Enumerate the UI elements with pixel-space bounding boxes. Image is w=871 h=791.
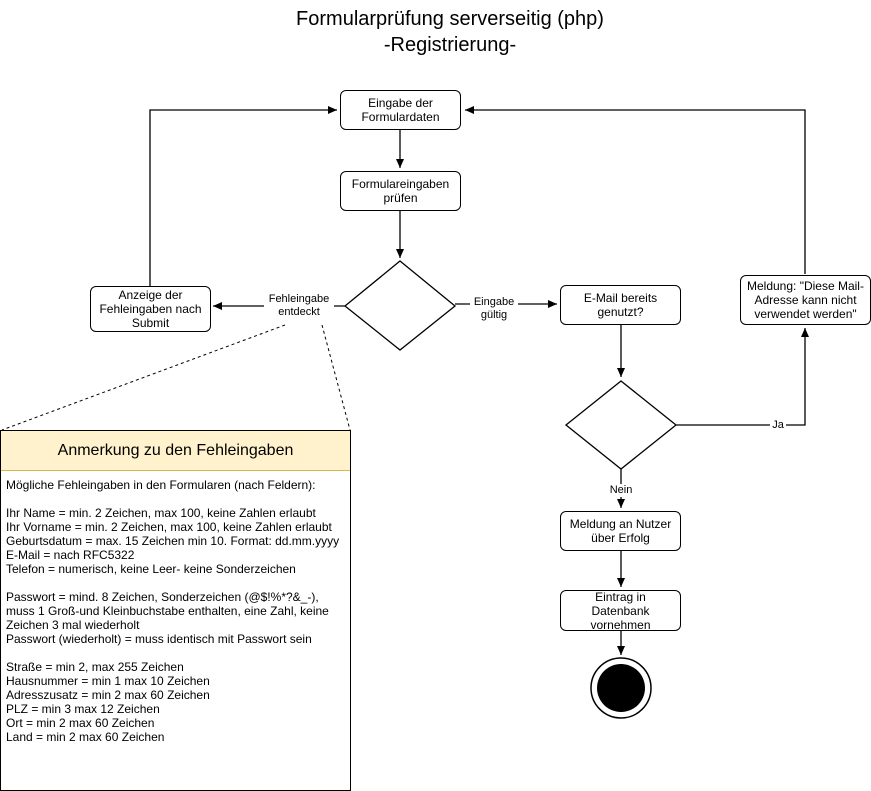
end-node-inner <box>597 664 645 712</box>
note-line: Hausnummer = min 1 max 10 Zeichen <box>6 674 210 688</box>
note-panel: Anmerkung zu den Fehleingaben Mögliche F… <box>0 430 351 791</box>
note-line: Telefon = numerisch, keine Leer- keine S… <box>6 562 296 576</box>
note-line <box>6 646 345 660</box>
note-body: Mögliche Fehleingaben in den Formularen … <box>1 471 350 751</box>
node-db-entry: Eintrag in Datenbank vornehmen <box>560 590 681 632</box>
note-line: Zeichen 3 mal wiederholt <box>6 618 140 632</box>
label-input-valid: Eingabe gültig <box>470 296 518 322</box>
edge-errors-back-to-input <box>149 106 337 286</box>
note-line: Ihr Name = min. 2 Zeichen, max 100, kein… <box>6 506 316 520</box>
note-line <box>6 492 345 506</box>
node-input-form: Eingabe der Formulardaten <box>340 90 461 130</box>
label-no: Nein <box>604 484 638 497</box>
diagram-subtitle: -Registrierung- <box>383 34 517 56</box>
node-success-message: Meldung an Nutzer über Erfolg <box>560 511 681 551</box>
note-line: Geburtsdatum = max. 15 Zeichen min 10. F… <box>6 534 340 548</box>
node-show-errors: Anzeige der Fehleingaben nach Submit <box>90 286 211 332</box>
note-line: Land = min 2 max 60 Zeichen <box>6 730 165 744</box>
note-line: Ihr Vorname = min. 2 Zeichen, max 100, k… <box>6 520 332 534</box>
note-header: Anmerkung zu den Fehleingaben <box>1 431 350 471</box>
label-yes: Ja <box>770 419 786 432</box>
edge-decision-to-email-message <box>676 328 809 426</box>
node-email-used: E-Mail bereits genutzt? <box>560 285 681 325</box>
note-line: Passwort (wiederholt) = muss identisch m… <box>6 632 312 646</box>
note-callout-left <box>1 324 286 431</box>
label-error-found: Fehleingabe entdeckt <box>264 293 334 319</box>
note-line: Mögliche Fehleingaben in den Formularen … <box>6 478 316 492</box>
note-line <box>6 576 345 590</box>
node-email-message: Meldung: "Diese Mail-Adresse kann nicht … <box>740 275 871 325</box>
node-check-inputs: Formulareingaben prüfen <box>340 171 461 211</box>
decision-diamond-validation <box>343 260 457 351</box>
note-line: Adresszusatz = min 2 max 60 Zeichen <box>6 688 210 702</box>
note-line: muss 1 Groß-und Kleinbuchstabe enthalten… <box>6 604 329 618</box>
note-callout-right <box>321 324 351 431</box>
edge-email-message-back-to-input <box>465 106 806 274</box>
decision-diamond-email <box>564 380 678 470</box>
note-line: Straße = min 2, max 255 Zeichen <box>6 660 184 674</box>
note-line: Ort = min 2 max 60 Zeichen <box>6 716 155 730</box>
diagram-title: Formularprüfung serverseitig (php) <box>296 8 604 30</box>
note-line: E-Mail = nach RFC5322 <box>6 548 135 562</box>
note-line: Passwort = mind. 8 Zeichen, Sonderzeiche… <box>6 590 319 604</box>
note-line: PLZ = min 3 max 12 Zeichen <box>6 702 160 716</box>
